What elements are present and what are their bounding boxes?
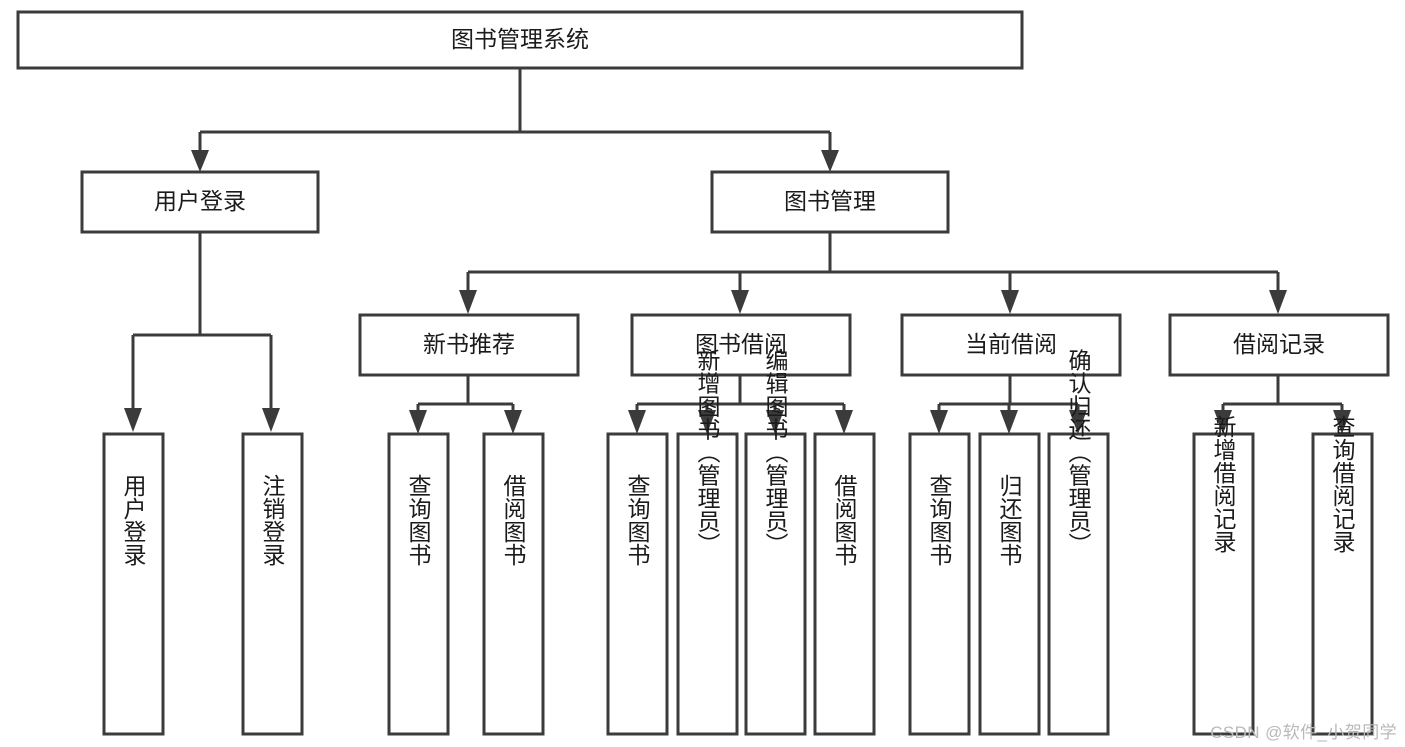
leaf-user-login-box[interactable] — [102, 432, 165, 736]
leaf-query-book-3-box[interactable] — [908, 432, 971, 736]
leaf-user-logout-box[interactable] — [241, 432, 304, 736]
node-book-manage-box[interactable] — [710, 170, 950, 234]
leaf-edit-book[interactable]: 编辑图书（管理员） — [744, 349, 807, 736]
node-borrow-record-label: 借阅记录 — [1233, 331, 1325, 357]
arrow-head-leaf-borrow-book-2 — [835, 410, 853, 434]
node-book-borrow[interactable]: 图书借阅 — [630, 313, 852, 377]
leaf-borrow-book-2-label: 借阅图书 — [831, 474, 858, 566]
arrow-head-current-borrow — [1001, 290, 1019, 314]
node-user-login[interactable]: 用户登录 — [80, 170, 320, 234]
arrow-head-borrow-record — [1269, 290, 1287, 314]
leaf-user-login-label: 用户登录 — [120, 474, 147, 566]
csdn-watermark: CSDN @软件_小贺同学 — [1210, 723, 1397, 742]
arrow-head-book-borrow — [731, 290, 749, 314]
leaf-add-record-box[interactable] — [1192, 432, 1255, 736]
leaf-confirm-return[interactable]: 确认归还（管理员） — [1047, 349, 1110, 736]
arrow-head-leaf-add-record — [1214, 410, 1232, 434]
leaf-query-book-2-label: 查询图书 — [624, 474, 651, 566]
arrow-head-new-book-rec — [459, 290, 477, 314]
arrow-head-leaf-query-book-1 — [409, 410, 427, 434]
leaf-add-book-box[interactable] — [676, 432, 739, 736]
leaf-add-book-label: 新增图书（管理员） — [694, 349, 721, 556]
arrow-head-leaf-query-book-3 — [930, 410, 948, 434]
node-current-borrow[interactable]: 当前借阅 — [900, 313, 1122, 377]
connector-layer — [124, 68, 1351, 434]
arrow-head-leaf-query-book-2 — [628, 410, 646, 434]
arrow-head-leaf-return-book — [1000, 410, 1018, 434]
leaf-query-record[interactable]: 查询借阅记录 — [1311, 415, 1374, 736]
arrow-head-leaf-edit-book — [766, 410, 784, 434]
leaf-borrow-book-2-box[interactable] — [813, 432, 876, 736]
leaf-return-book-box[interactable] — [978, 432, 1041, 736]
node-current-borrow-label: 当前借阅 — [965, 331, 1057, 357]
node-new-book-rec-box[interactable] — [358, 313, 580, 377]
leaf-query-book-1-label: 查询图书 — [405, 474, 432, 566]
leaf-borrow-book-2[interactable]: 借阅图书 — [813, 432, 876, 736]
leaf-borrow-book-1[interactable]: 借阅图书 — [482, 432, 545, 736]
leaf-add-record-label: 新增借阅记录 — [1210, 415, 1237, 553]
node-root-box[interactable] — [16, 10, 1024, 70]
arrow-head-user-login — [191, 150, 209, 172]
node-current-borrow-box[interactable] — [900, 313, 1122, 377]
node-borrow-record-box[interactable] — [1168, 313, 1390, 377]
node-new-book-rec[interactable]: 新书推荐 — [358, 313, 580, 377]
leaf-edit-book-box[interactable] — [744, 432, 807, 736]
arrow-head-leaf-borrow-book-1 — [504, 410, 522, 434]
arrow-head-leaf-user-logout — [262, 408, 280, 432]
leaf-borrow-book-1-label: 借阅图书 — [500, 474, 527, 566]
leaf-query-book-3[interactable]: 查询图书 — [908, 432, 971, 736]
leaf-return-book[interactable]: 归还图书 — [978, 432, 1041, 736]
node-borrow-record[interactable]: 借阅记录 — [1168, 313, 1390, 377]
leaf-add-book[interactable]: 新增图书（管理员） — [676, 349, 739, 736]
leaf-confirm-return-box[interactable] — [1047, 432, 1110, 736]
leaf-query-book-2-box[interactable] — [606, 432, 669, 736]
arrow-head-book-manage — [821, 150, 839, 172]
arrow-head-leaf-query-record — [1333, 410, 1351, 434]
leaf-confirm-return-label: 确认归还（管理员） — [1065, 349, 1092, 556]
leaf-user-logout-label: 注销登录 — [259, 474, 286, 566]
leaf-borrow-book-1-box[interactable] — [482, 432, 545, 736]
leaf-query-record-box[interactable] — [1311, 432, 1374, 736]
node-book-manage-label: 图书管理 — [784, 188, 876, 214]
node-book-manage[interactable]: 图书管理 — [710, 170, 950, 234]
node-user-login-box[interactable] — [80, 170, 320, 234]
node-user-login-label: 用户登录 — [154, 188, 246, 214]
leaf-edit-book-label: 编辑图书（管理员） — [762, 349, 789, 556]
node-book-borrow-label: 图书借阅 — [695, 331, 787, 357]
leaf-add-record[interactable]: 新增借阅记录 — [1192, 415, 1255, 736]
node-book-borrow-box[interactable] — [630, 313, 852, 377]
node-root[interactable]: 图书管理系统 — [16, 10, 1024, 70]
leaf-return-book-label: 归还图书 — [996, 474, 1023, 566]
leaf-user-login[interactable]: 用户登录 — [102, 432, 165, 736]
arrow-head-leaf-confirm-return — [1069, 410, 1087, 434]
leaf-query-book-1-box[interactable] — [387, 432, 450, 736]
leaf-query-book-3-label: 查询图书 — [926, 474, 953, 566]
node-new-book-rec-label: 新书推荐 — [423, 331, 515, 357]
arrow-head-leaf-add-book — [698, 410, 716, 434]
arrow-head-leaf-user-login — [124, 408, 142, 432]
node-root-label: 图书管理系统 — [451, 26, 589, 52]
leaf-query-book-1[interactable]: 查询图书 — [387, 432, 450, 736]
leaf-user-logout[interactable]: 注销登录 — [241, 432, 304, 736]
leaf-query-record-label: 查询借阅记录 — [1329, 415, 1356, 553]
leaf-query-book-2[interactable]: 查询图书 — [606, 432, 669, 736]
